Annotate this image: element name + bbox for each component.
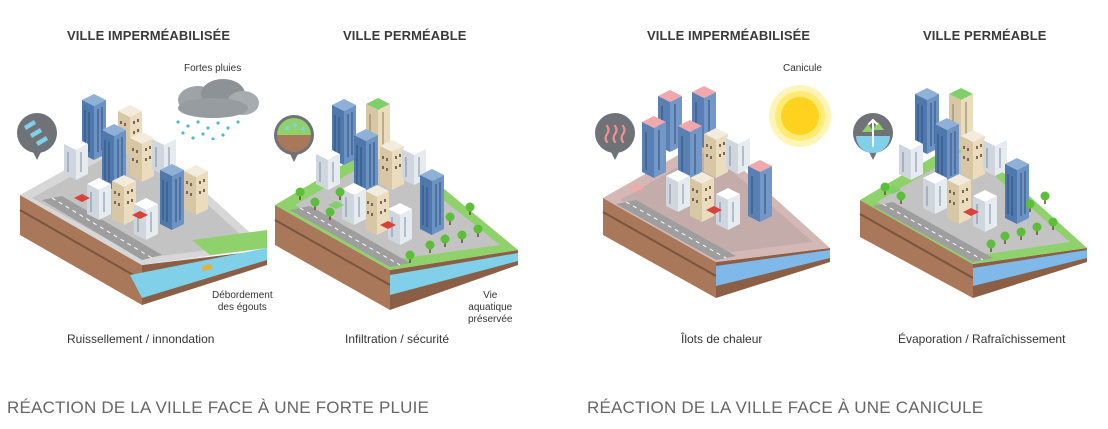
weather-label-heat: Canicule <box>783 63 822 74</box>
permeable-city-rain-illustration <box>270 75 525 315</box>
rain-right-caption: Infiltration / sécurité <box>345 332 450 346</box>
heat-right-title: VILLE PERMÉABLE <box>923 28 1047 43</box>
aquatic-life-note: Vie aquatique préservée <box>468 290 513 325</box>
impermeable-city-heat-illustration <box>598 70 838 305</box>
permeable-city-heat-illustration <box>855 72 1095 307</box>
rain-cloud-icon <box>168 78 263 140</box>
heat-left-title: VILLE IMPERMÉABILISÉE <box>647 28 811 43</box>
heat-section-title: RÉACTION DE LA VILLE FACE À UNE CANICULE <box>587 398 984 417</box>
rain-right-title: VILLE PERMÉABLE <box>343 28 467 43</box>
impermeable-city-rain-illustration <box>12 60 282 325</box>
sewer-overflow-note: Débordement des égouts <box>212 290 273 313</box>
weather-label-rain: Fortes pluies <box>184 63 242 74</box>
infiltration-icon <box>273 114 315 164</box>
rain-left-title: VILLE IMPERMÉABILISÉE <box>67 28 231 43</box>
rain-runoff-icon <box>16 112 58 162</box>
rain-left-caption: Ruissellement / innondation <box>67 332 215 346</box>
heat-waves-icon <box>594 112 636 162</box>
sun-icon <box>768 84 832 148</box>
evaporation-icon <box>852 112 894 162</box>
heat-left-caption: Îlots de chaleur <box>681 332 763 346</box>
rain-section-title: RÉACTION DE LA VILLE FACE À UNE FORTE PL… <box>7 398 430 417</box>
heat-right-caption: Évaporation / Rafraîchissement <box>898 332 1066 346</box>
